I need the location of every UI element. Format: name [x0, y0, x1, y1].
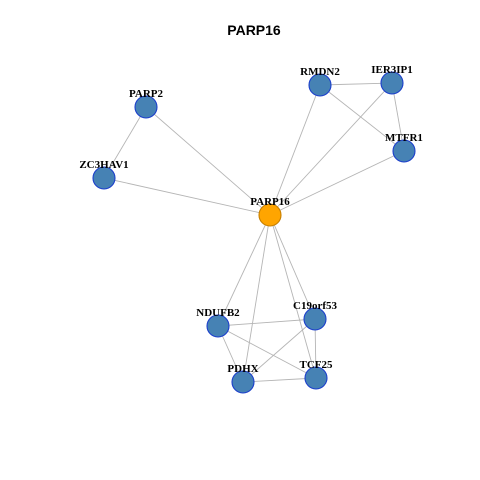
- node-parp16[interactable]: [258, 203, 282, 227]
- edge-pdhx-tcf25: [242, 377, 317, 383]
- graph-title: PARP16: [227, 22, 281, 38]
- node-ier3ip1[interactable]: [380, 71, 404, 95]
- node-label-parp2: PARP2: [129, 88, 164, 100]
- edges-layer: [103, 82, 405, 383]
- node-zc3hav1[interactable]: [92, 166, 116, 190]
- edge-parp16-pdhx: [242, 214, 271, 383]
- node-label-pdhx: PDHX: [227, 363, 258, 375]
- node-label-c19orf53: C19orf53: [293, 300, 337, 312]
- edge-ndufb2-tcf25: [217, 325, 317, 379]
- edge-parp16-ndufb2: [217, 214, 271, 327]
- edge-rmdn2-ier3ip1: [319, 82, 393, 86]
- node-parp2[interactable]: [134, 95, 158, 119]
- node-tcf25[interactable]: [304, 366, 328, 390]
- node-rmdn2[interactable]: [308, 73, 332, 97]
- node-label-parp16: PARP16: [250, 196, 290, 208]
- node-pdhx[interactable]: [231, 370, 255, 394]
- node-label-ndufb2: NDUFB2: [196, 307, 240, 319]
- edge-parp16-mtfr1: [269, 150, 405, 216]
- node-label-tcf25: TCF25: [300, 359, 334, 371]
- node-label-ier3ip1: IER3IP1: [371, 64, 413, 76]
- nodes-layer: [92, 71, 416, 394]
- edge-parp2-zc3hav1: [103, 106, 147, 179]
- edge-rmdn2-mtfr1: [319, 84, 405, 152]
- node-label-zc3hav1: ZC3HAV1: [79, 159, 128, 171]
- edge-parp16-ier3ip1: [269, 82, 393, 216]
- edge-parp16-rmdn2: [269, 84, 321, 216]
- edge-parp16-parp2: [145, 106, 271, 216]
- edge-c19orf53-pdhx: [242, 318, 316, 383]
- edge-parp16-c19orf53: [269, 214, 316, 320]
- node-label-rmdn2: RMDN2: [300, 66, 340, 78]
- edge-parp16-tcf25: [269, 214, 317, 379]
- edge-parp16-zc3hav1: [103, 177, 271, 216]
- node-ndufb2[interactable]: [206, 314, 230, 338]
- edge-ndufb2-c19orf53: [217, 318, 316, 327]
- node-label-mtfr1: MTFR1: [385, 132, 423, 144]
- node-c19orf53[interactable]: [303, 307, 327, 331]
- node-mtfr1[interactable]: [392, 139, 416, 163]
